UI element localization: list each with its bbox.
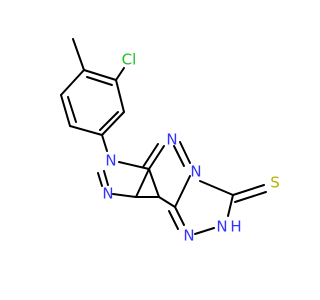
bond-pm-3 — [174, 175, 191, 208]
bond-ring-b — [115, 79, 125, 113]
bond-pm-1 — [148, 145, 165, 170]
bond-ring-f — [60, 69, 85, 96]
bond-methyl — [72, 38, 85, 71]
atom-n-triazole: N — [183, 227, 194, 245]
bond-pm-4 — [158, 196, 176, 208]
bond-cs — [232, 184, 265, 196]
bond-pz-1 — [103, 170, 109, 186]
atom-n-bridge: N — [190, 163, 201, 181]
bond-pm-1b — [142, 143, 159, 168]
bond-pm-5 — [148, 168, 160, 198]
bond-cl — [115, 67, 125, 81]
bond-pz-1b — [97, 172, 103, 187]
bond-ring-e — [60, 94, 71, 127]
bond-ring-d — [69, 125, 103, 136]
bond-ring-c-inner — [99, 111, 119, 131]
bond-ring-a-inner — [86, 76, 113, 86]
bond-tz-2 — [194, 227, 215, 235]
bond-cs-b — [234, 191, 267, 203]
atom-cl: Cl — [122, 51, 137, 69]
bond-ring-a — [83, 69, 117, 81]
bond-pm-2 — [179, 141, 191, 164]
bond-ring-c — [101, 111, 125, 136]
bond-tz-3 — [227, 194, 234, 217]
bond-pm-2b — [173, 145, 185, 167]
bond-tz-1b — [168, 210, 179, 230]
atom-n-pyrimidine: N — [166, 131, 177, 149]
bond-pz-4 — [118, 161, 150, 170]
atom-h-triazole: H — [230, 218, 241, 236]
atom-n-pyrazole-2: N — [102, 185, 113, 203]
atom-nh-triazole: N — [216, 218, 227, 236]
bonds — [60, 38, 267, 235]
bond-aryl-n — [101, 134, 108, 152]
bond-tz-4 — [199, 180, 234, 196]
molecule-structure: Cl N N N N N N H S — [60, 38, 280, 245]
atom-labels: Cl N N N N N N H S — [102, 51, 279, 245]
atom-n-pyrazole-1: N — [105, 152, 116, 170]
atom-s: S — [270, 174, 280, 192]
bond-pz-3 — [135, 168, 150, 198]
bond-pz-2 — [112, 193, 137, 198]
bond-tz-1 — [174, 206, 185, 226]
bond-ring-e-inner — [67, 96, 77, 123]
